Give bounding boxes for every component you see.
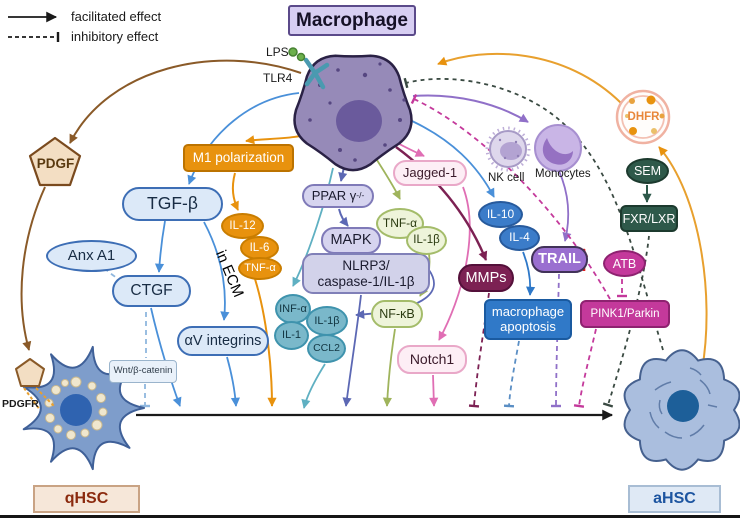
tgf-beta-node: TGF-β [122, 187, 223, 221]
fxr-lxr-node: FXR/LXR [620, 205, 678, 232]
av-integrins-node: αV integrins [177, 326, 269, 356]
il1-node: IL-1 [274, 321, 309, 350]
ppar-gamma-node: PPAR γ-/- [302, 184, 374, 208]
legend-icons [8, 11, 60, 42]
notch1-node: Notch1 [397, 345, 467, 374]
lps-label: LPS [266, 45, 289, 59]
macrophage-title: Macrophage [288, 5, 416, 36]
ppar-gamma-sup: -/- [356, 190, 365, 201]
dhfr-label: DHFR [627, 111, 660, 124]
trail-node: TRAIL [531, 246, 588, 273]
pdgf-ligand-icon [15, 358, 45, 387]
tlr4-receptor-icon [303, 57, 330, 90]
ahsc-label: aHSC [628, 485, 721, 513]
bottom-border [0, 515, 740, 518]
ahsc-cell [623, 349, 740, 471]
ppar-gamma-text: PPAR γ [311, 187, 357, 203]
pdgfr-label: PDGFR [2, 398, 39, 410]
nk-cell-icon [485, 126, 531, 172]
il4-node: IL-4 [499, 225, 540, 251]
tlr4-label: TLR4 [263, 71, 293, 85]
il1-beta-teal-node: IL-1β [306, 306, 348, 336]
pdgf-node: PDGF [36, 156, 75, 172]
mapk-node: MAPK [321, 227, 381, 254]
sem-node: SEM [626, 158, 669, 184]
m1-polarization-node: M1 polarization [183, 144, 294, 172]
nfkb-node: NF-κB [371, 300, 423, 328]
mmps-node: MMPs [458, 264, 514, 292]
macrophage-cell [293, 54, 413, 172]
jagged1-node: Jagged-1 [393, 160, 467, 186]
legend-inhibitory-label: inhibitory effect [71, 29, 159, 44]
lps-icon [288, 47, 306, 62]
pdgfr-receptor-icon [15, 358, 55, 411]
nlrp3-caspase-node: NLRP3/ caspase-1/IL-1β [302, 253, 430, 294]
dhfr-vesicle-icon [615, 89, 671, 145]
pdgf-pentagon [28, 136, 82, 187]
pink1-parkin-node: PINK1/Parkin [580, 300, 670, 328]
monocytes-label: Monocytes [535, 168, 591, 180]
legend-facilitated-label: facilitated effect [71, 9, 162, 24]
nk-cell-label: NK cell [488, 172, 525, 184]
il6-node: IL-6 [240, 236, 279, 260]
macrophage-apoptosis-node: macrophage apoptosis [484, 299, 572, 340]
qhsc-label: qHSC [33, 485, 140, 513]
wnt-beta-catenin-node: Wnt/β-catenin [109, 360, 177, 383]
ctgf-node: CTGF [112, 275, 191, 307]
ccl2-node: CCL2 [307, 334, 346, 363]
tnf-alpha-orange-node: TNF-α [238, 257, 282, 280]
anx-a1-node: Anx A1 [46, 240, 137, 272]
atb-node: ATB [603, 250, 646, 277]
il12-node: IL-12 [221, 213, 264, 239]
monocyte-icon [534, 124, 582, 172]
il10-node: IL-10 [478, 201, 523, 228]
il1-beta-green-node: IL-1β [406, 226, 447, 255]
arrows-layer [20, 52, 708, 421]
